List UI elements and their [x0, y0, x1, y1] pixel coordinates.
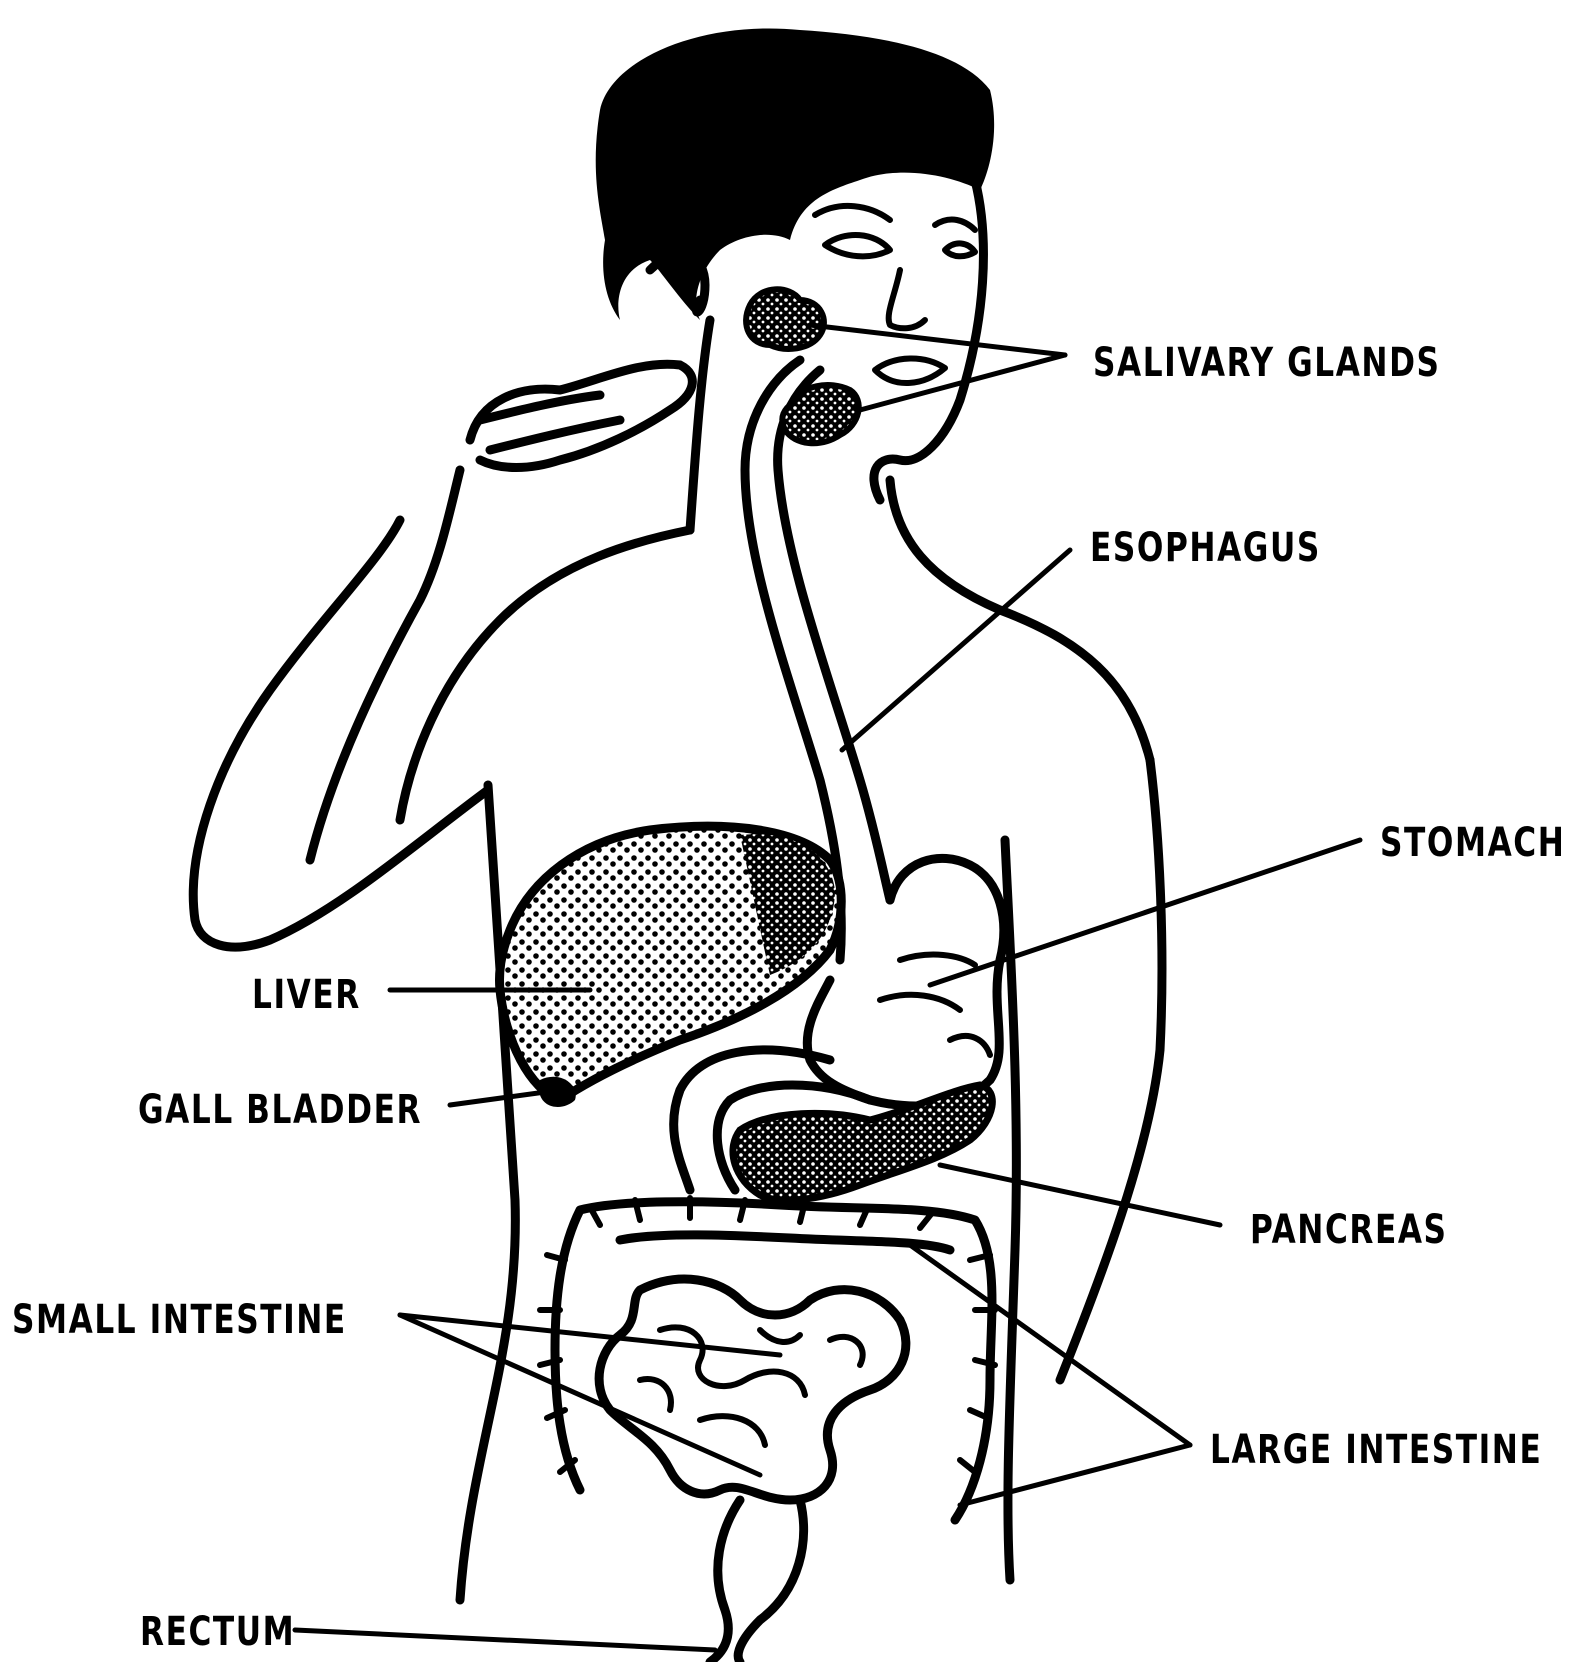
torso-right [1060, 760, 1162, 1380]
arm-lower [310, 470, 460, 860]
label-pancreas: PANCREAS [1250, 1210, 1448, 1250]
small-intestine [599, 1279, 906, 1500]
leader-pancreas [940, 1165, 1220, 1225]
leader-stomach [930, 840, 1360, 985]
eye-right [945, 243, 975, 256]
label-rectum: RECTUM [140, 1612, 295, 1652]
leader-small-intestine-b [400, 1315, 760, 1475]
nose [889, 270, 925, 328]
leader-rectum [295, 1630, 715, 1650]
eye-left [825, 235, 890, 256]
label-large-intestine: LARGE INTESTINE [1210, 1430, 1542, 1470]
arm-right-line [1005, 840, 1016, 1580]
eyebrow-right [935, 220, 975, 230]
label-liver: LIVER [252, 975, 361, 1015]
label-salivary-glands: SALIVARY GLANDS [1093, 343, 1441, 383]
leader-small-intestine-a [400, 1315, 780, 1355]
mouth [875, 358, 945, 383]
arm-upper [400, 530, 690, 820]
neck-left [690, 320, 710, 530]
leader-salivary-upper [810, 325, 1065, 355]
label-esophagus: ESOPHAGUS [1090, 528, 1321, 568]
label-stomach: STOMACH [1380, 823, 1565, 863]
eyebrow-left [815, 206, 890, 220]
torso-left-line [460, 785, 515, 1600]
leader-esophagus [842, 550, 1070, 750]
elbow [193, 520, 488, 947]
hair [596, 28, 994, 320]
pancreas [733, 1085, 992, 1200]
neck-right [890, 480, 1150, 760]
label-gall-bladder: GALL BLADDER [138, 1090, 422, 1130]
salivary-gland-upper [746, 289, 824, 349]
rectum [710, 1500, 804, 1662]
label-small-intestine: SMALL INTESTINE [12, 1300, 347, 1340]
leader-large-intestine-a [910, 1245, 1190, 1445]
large-intestine [555, 1202, 992, 1520]
leader-large-intestine-b [960, 1445, 1190, 1505]
